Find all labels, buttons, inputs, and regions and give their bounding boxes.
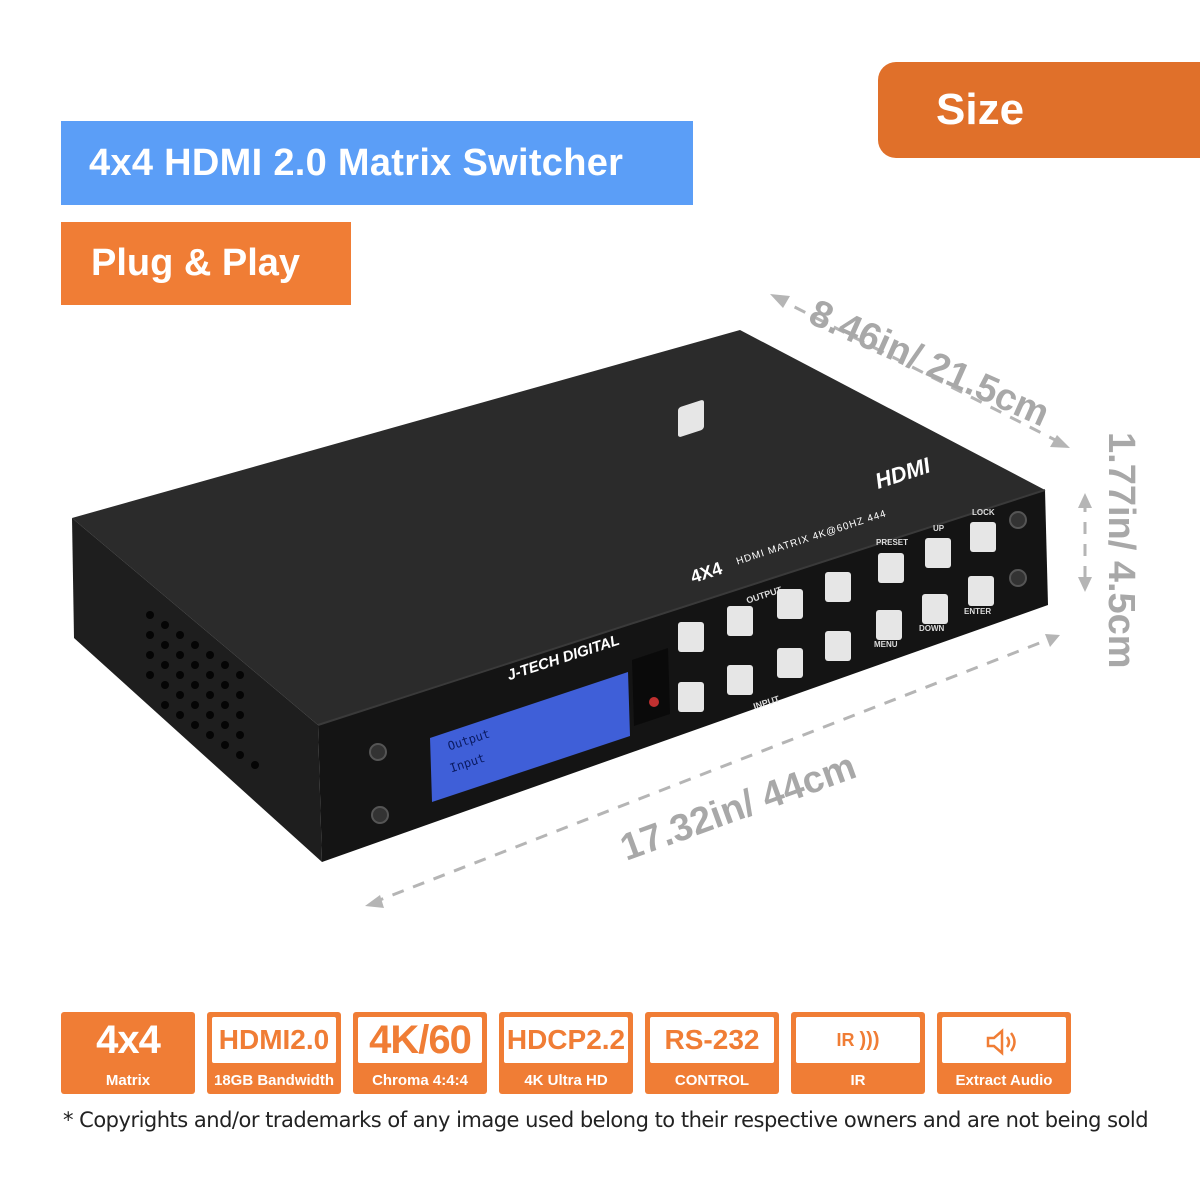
output-button-3[interactable]: [777, 589, 803, 619]
vent-holes: [146, 611, 259, 769]
arrow-heads: [365, 294, 1092, 908]
menu-button[interactable]: [876, 610, 902, 640]
preset-button[interactable]: [878, 553, 904, 583]
lcd-screen: [430, 672, 630, 802]
height-dimension: 1.77in/ 4.5cm: [1100, 432, 1142, 669]
ir-signal-icon: ))): [859, 1029, 880, 1051]
badge-main: [942, 1017, 1066, 1063]
menu-label: MENU: [874, 640, 898, 649]
badge-sub: Extract Audio: [955, 1072, 1053, 1089]
enter-button[interactable]: [968, 576, 994, 606]
badge-sub: IR: [850, 1072, 866, 1089]
badge-rs232: RS-232 CONTROL: [645, 1012, 779, 1094]
badge-main: RS-232: [650, 1017, 774, 1063]
lock-label: LOCK: [972, 508, 995, 517]
badge-sub: Matrix: [105, 1072, 151, 1089]
screws: [369, 511, 1027, 824]
badge-sub: Chroma 4:4:4: [372, 1072, 468, 1089]
input-button-2[interactable]: [727, 665, 753, 695]
front-buttons: [678, 400, 704, 437]
size-banner: Size: [878, 62, 1200, 158]
badge-hdcp: HDCP2.2 4K Ultra HD: [499, 1012, 633, 1094]
badge-ir: IR ))) IR: [791, 1012, 925, 1094]
down-button[interactable]: [922, 594, 948, 624]
ir-text: IR: [836, 1030, 855, 1050]
speaker-icon: [986, 1027, 1016, 1056]
device-side-face: [72, 518, 322, 862]
up-button[interactable]: [925, 538, 951, 568]
badge-hdmi: HDMI2.0 18GB Bandwidth: [207, 1012, 341, 1094]
preset-label: PRESET: [876, 538, 909, 547]
badge-audio: Extract Audio: [937, 1012, 1071, 1094]
badge-main: 4x4: [66, 1017, 190, 1063]
badge-main: IR ))): [796, 1017, 920, 1063]
badge-sub: 18GB Bandwidth: [213, 1072, 334, 1089]
enter-label: ENTER: [964, 607, 992, 616]
badge-main: HDMI2.0: [212, 1017, 336, 1063]
dimension-arrows: [371, 295, 1087, 905]
title-banner: 4x4 HDMI 2.0 Matrix Switcher: [61, 121, 693, 205]
output-button-1[interactable]: [678, 622, 704, 652]
badge-4x4: 4x4 Matrix: [61, 1012, 195, 1094]
down-label: DOWN: [919, 624, 945, 633]
badge-4k60: 4K/60 Chroma 4:4:4: [353, 1012, 487, 1094]
badge-main: HDCP2.2: [504, 1017, 628, 1063]
badge-main: 4K/60: [358, 1017, 482, 1063]
output-button-4[interactable]: [825, 572, 851, 602]
ir-window: [632, 648, 670, 726]
up-label: UP: [933, 524, 945, 533]
device-top-face: [72, 330, 1045, 725]
output-button-2[interactable]: [727, 606, 753, 636]
input-button-3[interactable]: [777, 648, 803, 678]
plug-and-play-banner: Plug & Play: [61, 222, 351, 305]
badge-sub: 4K Ultra HD: [524, 1072, 608, 1089]
feature-badges: 4x4 Matrix HDMI2.0 18GB Bandwidth 4K/60 …: [61, 1012, 1081, 1094]
lock-button[interactable]: [970, 522, 996, 552]
input-button-1[interactable]: [678, 682, 704, 712]
copyright-footnote: * Copyrights and/or trademarks of any im…: [63, 1108, 1149, 1132]
input-button-4[interactable]: [825, 631, 851, 661]
badge-sub: CONTROL: [674, 1072, 750, 1089]
